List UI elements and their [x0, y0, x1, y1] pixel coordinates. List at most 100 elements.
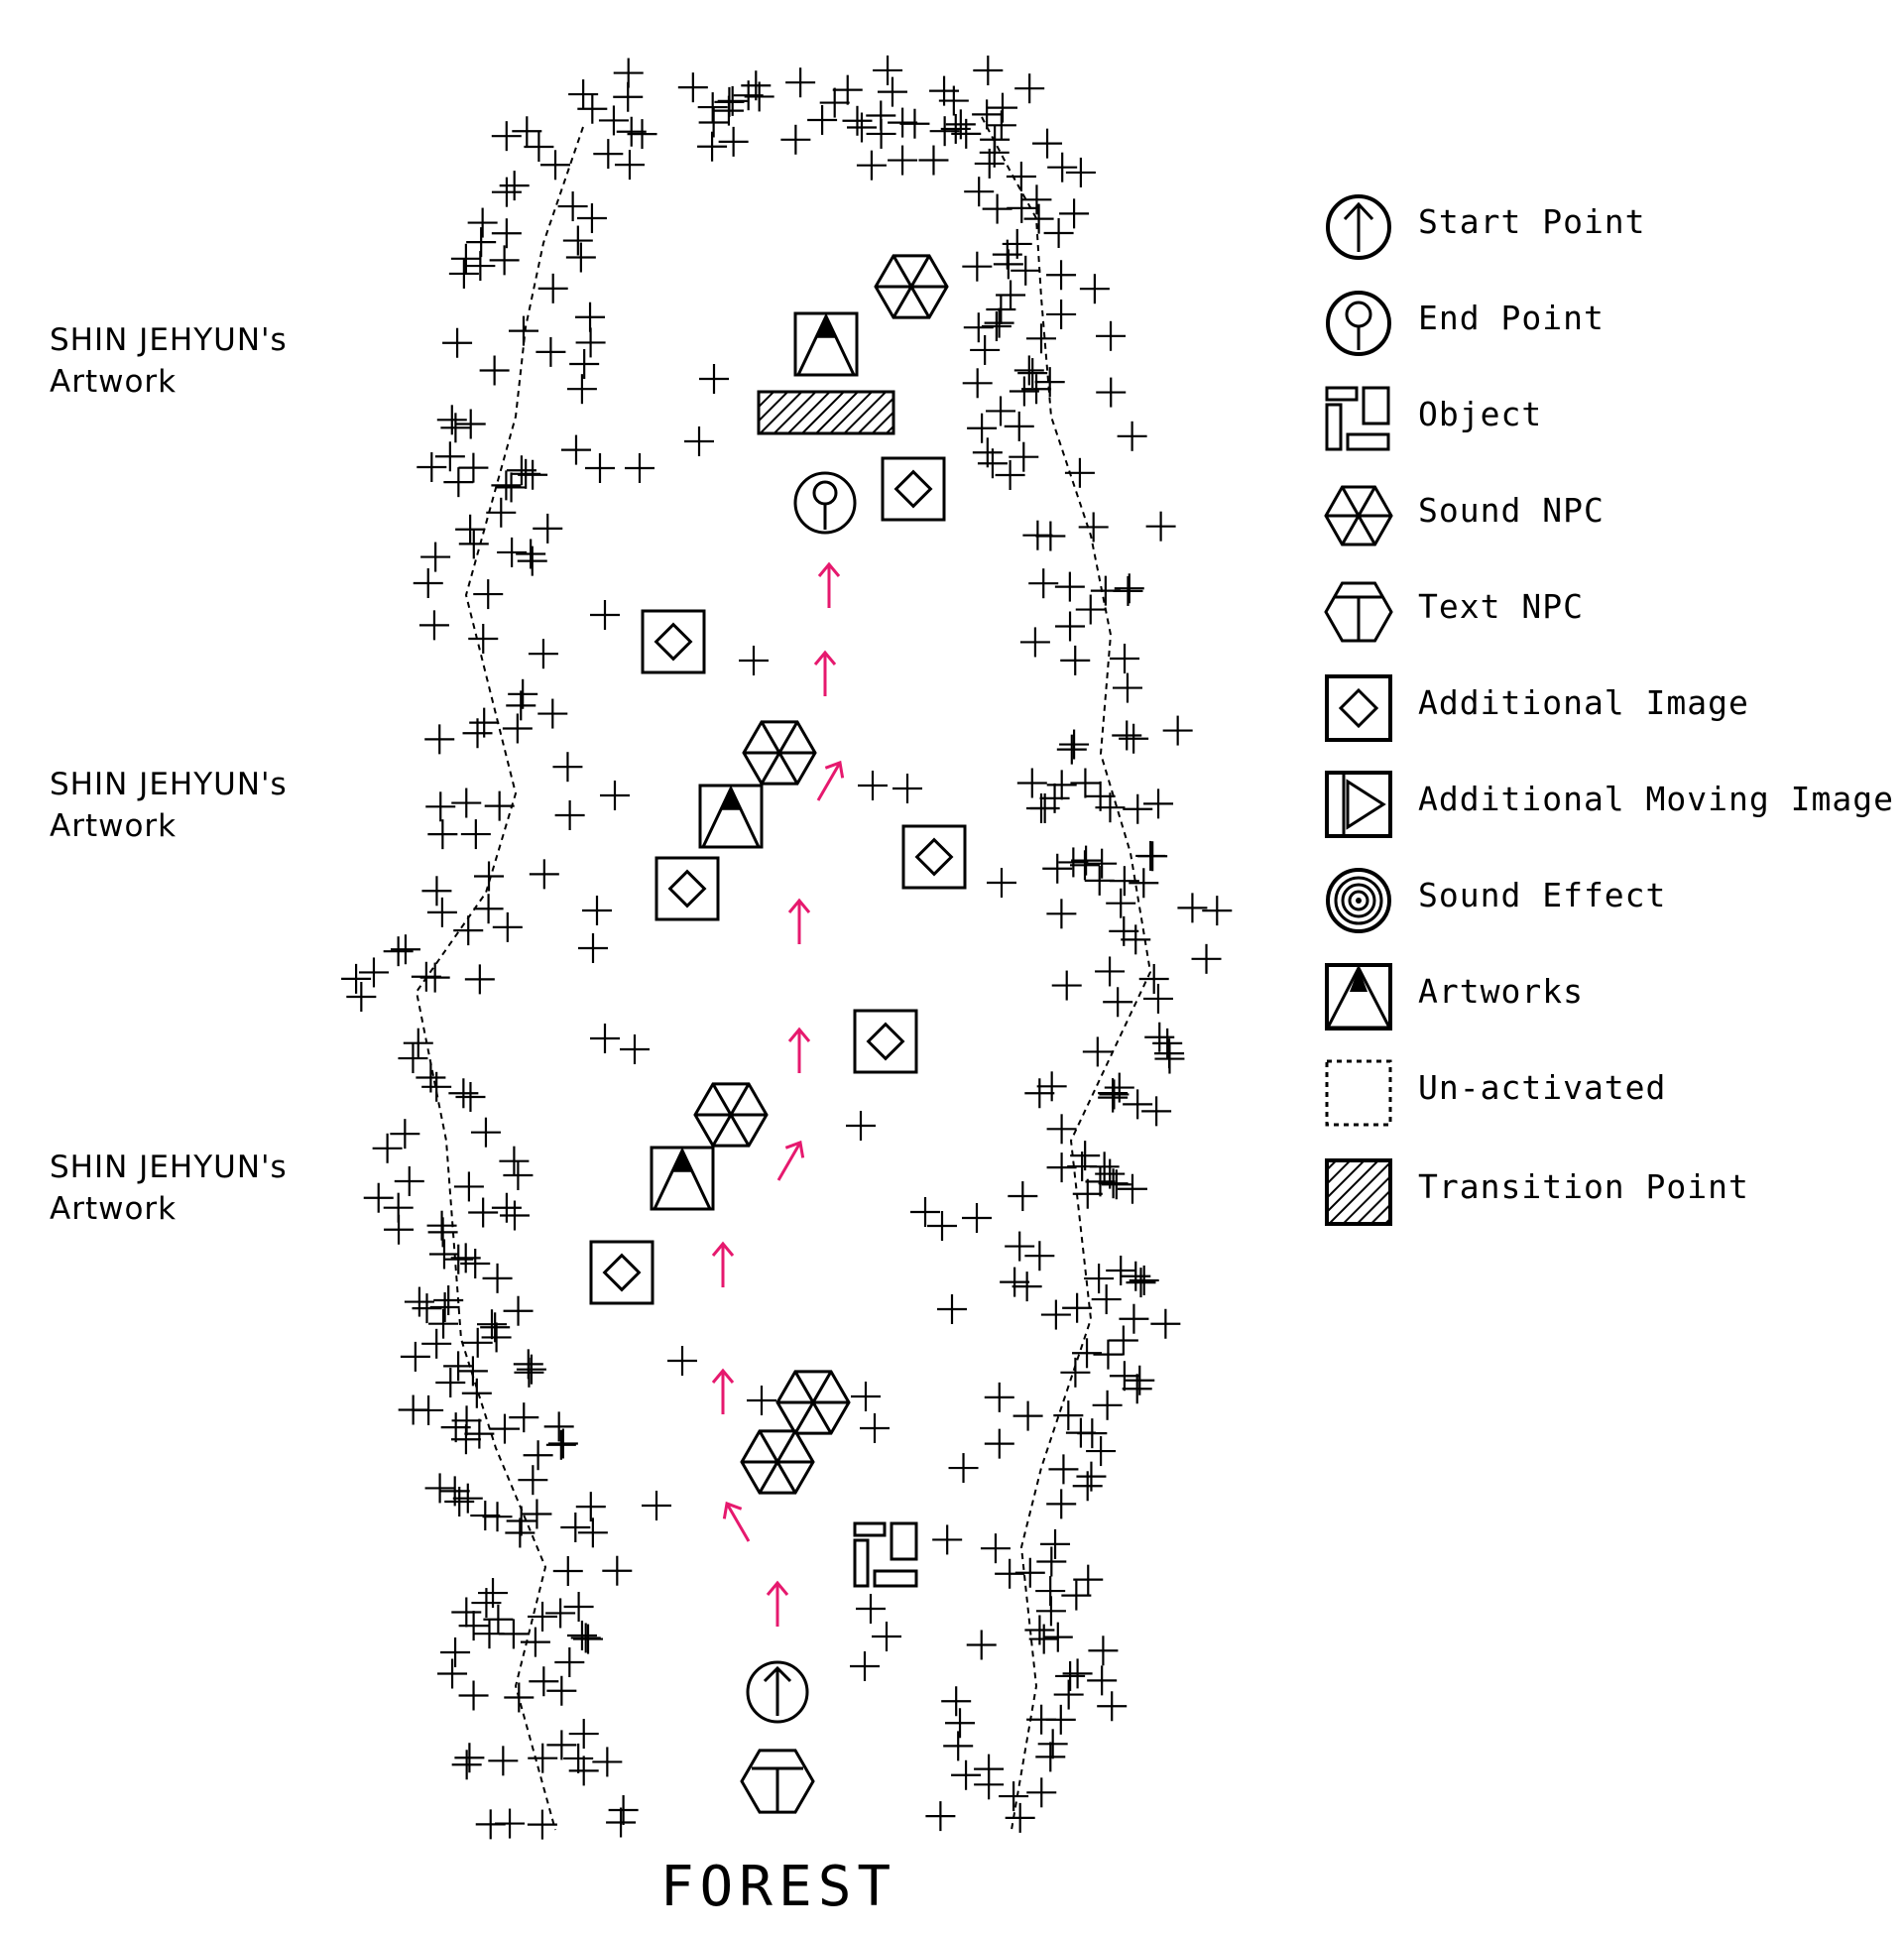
tree-cross — [593, 139, 624, 170]
tree-cross — [780, 124, 811, 155]
additional-image-icon — [853, 1009, 918, 1074]
legend-label: Transition Point — [1418, 1167, 1749, 1206]
legend-item-sound-npc: Sound NPC — [1324, 477, 1899, 552]
tree-cross — [1009, 376, 1039, 407]
text-npc-icon — [1324, 581, 1393, 643]
tree-cross — [514, 1357, 544, 1388]
tree-cross — [540, 150, 571, 181]
tree-cross — [892, 774, 922, 803]
tree-cross — [458, 1611, 489, 1641]
left-boundary — [415, 126, 584, 1831]
tree-cross — [943, 1731, 974, 1761]
tree-cross — [929, 116, 960, 147]
legend-label: Start Point — [1418, 202, 1646, 241]
tree-cross — [1177, 893, 1208, 923]
tree-cross — [1119, 723, 1149, 754]
tree-cross — [528, 1743, 558, 1773]
tree-cross — [543, 1411, 574, 1442]
artworks-icon — [1325, 963, 1392, 1030]
tree-cross — [1191, 943, 1222, 974]
tree-cross — [984, 1382, 1014, 1412]
tree-cross — [684, 426, 714, 456]
tree-cross — [807, 104, 838, 135]
tree-cross — [992, 239, 1022, 270]
tree-cross — [372, 1133, 403, 1163]
tree-cross — [442, 327, 473, 358]
tree-cross — [421, 876, 452, 907]
tree-cross — [1084, 1264, 1115, 1294]
artworks-icon — [793, 311, 859, 377]
tree-cross — [962, 368, 993, 399]
sound-npc-icon — [1324, 485, 1393, 546]
tree-cross — [697, 131, 728, 162]
tree-cross — [502, 713, 533, 744]
tree-cross — [425, 791, 456, 822]
legend-label: Object — [1418, 395, 1543, 433]
start-point-icon — [1326, 194, 1391, 260]
tree-cross — [1108, 1325, 1138, 1356]
tree-cross — [545, 1429, 576, 1460]
tree-cross — [856, 1594, 886, 1624]
tree-cross — [1036, 1071, 1067, 1102]
tree-cross — [480, 1312, 511, 1343]
tree-cross — [1078, 512, 1109, 543]
tree-cross — [404, 1286, 434, 1317]
text-npc-icon — [740, 1749, 815, 1814]
tree-cross — [516, 1354, 546, 1385]
tree-cross — [491, 121, 522, 152]
tree-cross — [554, 800, 585, 831]
tree-cross — [1113, 575, 1143, 606]
additional-image-icon — [641, 609, 706, 674]
tree-cross — [1042, 1622, 1073, 1652]
tree-cross — [1096, 377, 1127, 408]
tree-cross — [866, 100, 896, 131]
tree-cross — [1125, 1365, 1155, 1395]
tree-cross — [484, 790, 515, 821]
object-icon — [853, 1521, 918, 1588]
tree-cross — [1097, 1691, 1128, 1722]
tree-cross — [858, 771, 888, 800]
tree-cross — [1095, 956, 1126, 987]
tree-cross — [503, 1295, 534, 1326]
tree-cross — [962, 251, 993, 282]
tree-cross — [467, 207, 498, 238]
tree-cross — [426, 897, 457, 927]
tree-cross — [1022, 520, 1053, 550]
tree-cross — [1046, 1152, 1077, 1183]
tree-cross — [1053, 1400, 1084, 1431]
tree-cross — [962, 1203, 992, 1233]
tree-cross — [938, 85, 969, 116]
tree-cross — [424, 724, 455, 755]
tree-cross — [468, 1197, 499, 1228]
tree-cross — [614, 150, 645, 181]
additional-image-icon — [654, 856, 720, 921]
tree-cross — [429, 1291, 460, 1322]
tree-cross — [1008, 1181, 1038, 1212]
tree-cross — [951, 1759, 982, 1790]
tree-cross — [570, 1623, 601, 1653]
tree-cross — [606, 1807, 637, 1838]
un-activated-icon — [1325, 1059, 1392, 1127]
tree-cross — [413, 567, 443, 598]
tree-cross — [1091, 1284, 1122, 1315]
tree-cross — [1035, 1576, 1066, 1607]
tree-cross — [590, 600, 620, 630]
tree-cross — [963, 312, 994, 343]
tree-cross — [458, 529, 489, 559]
tree-cross — [523, 1440, 553, 1471]
tree-cross — [560, 1512, 591, 1542]
object-icon — [1325, 386, 1390, 451]
tree-cross — [565, 242, 596, 273]
tree-cross — [842, 105, 873, 136]
tree-cross — [448, 1078, 479, 1109]
tree-cross — [479, 355, 510, 386]
tree-cross — [390, 934, 420, 965]
tree-cross — [554, 1647, 585, 1678]
tree-cross — [847, 112, 878, 143]
tree-cross — [427, 819, 458, 850]
tree-cross — [873, 55, 903, 85]
tree-cross — [470, 1501, 501, 1531]
tree-cross — [699, 364, 729, 394]
tree-cross — [1059, 198, 1090, 229]
tree-cross — [1075, 594, 1106, 625]
